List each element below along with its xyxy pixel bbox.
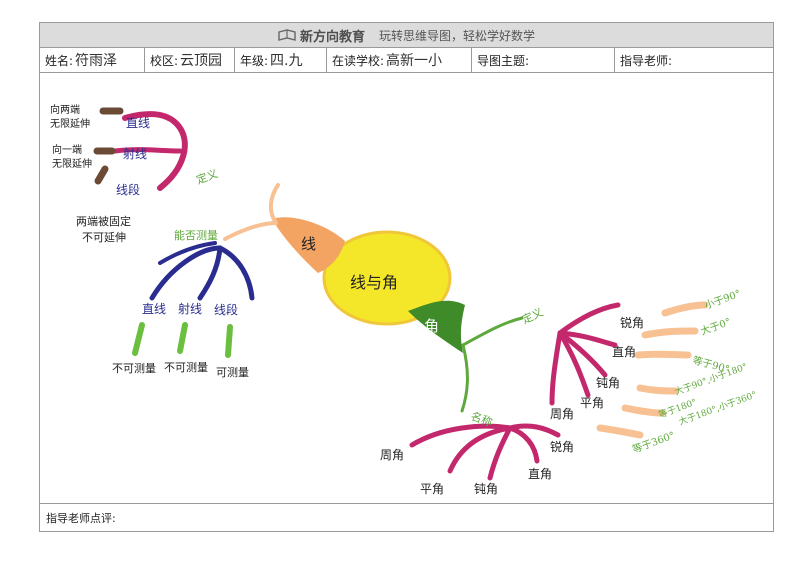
school-label: 在读学校: (332, 53, 385, 68)
name-straight: 平角 (420, 482, 444, 496)
straight-desc-2: 无限延伸 (50, 118, 90, 130)
line-measurable-label: 能否测量 (174, 228, 218, 242)
def-acute: 锐角 (620, 316, 644, 330)
campus-value: 云顶园 (180, 53, 223, 69)
line-segment: 线段 (116, 182, 140, 197)
ray-desc-1: 向一端 (52, 143, 82, 156)
name-obtuse: 钝角 (474, 482, 498, 496)
line-straight: 直线 (126, 116, 150, 130)
desc-acute-2: 大于0° (699, 315, 733, 338)
segment-desc-2: 不可延伸 (82, 231, 126, 244)
info-row: 姓名: 符雨泽 校区: 云顶园 年级: 四.九 在读学校: 高新一小 导图主题:… (40, 48, 773, 73)
desc-acute: 小于90° (703, 288, 743, 312)
angle-node-shape (408, 300, 465, 353)
segment-desc-1: 两端被固定 (76, 214, 131, 228)
def-right: 直角 (612, 345, 636, 359)
teacher-comment-label: 指导老师点评: (46, 511, 116, 525)
brand: 新方向教育 (278, 26, 365, 45)
footer-row: 指导老师点评: (40, 503, 773, 531)
topic-label: 导图主题: (477, 53, 530, 68)
school-value: 高新一小 (386, 53, 443, 69)
measure-straight: 直线 (142, 302, 166, 316)
result-ray: 不可测量 (164, 361, 208, 374)
angle-definition-label: 定义 (519, 305, 545, 327)
line-node-shape (272, 217, 345, 273)
worksheet: 新方向教育 玩转思维导图，轻松学好数学 姓名: 符雨泽 校区: 云顶园 年级: … (39, 22, 774, 532)
def-obtuse: 钝角 (596, 376, 620, 390)
topic-cell: 导图主题: (472, 48, 615, 72)
school-cell: 在读学校: 高新一小 (327, 48, 472, 72)
center-node-shape (322, 230, 452, 326)
ray-desc-2: 无限延伸 (52, 158, 92, 170)
name-label: 姓名: (45, 53, 74, 68)
result-straight: 不可测量 (112, 362, 156, 375)
brand-name: 新方向教育 (299, 29, 365, 45)
def-round: 周角 (550, 407, 574, 421)
grade-label: 年级: (240, 53, 269, 68)
campus-cell: 校区: 云顶园 (145, 48, 235, 72)
name-acute: 锐角 (550, 440, 574, 454)
mind-map-area: 线与角 线 角 定义 能否测量 直线 射线 线段 向两端 无限延伸 向一端 无限… (40, 73, 773, 503)
header-banner: 新方向教育 玩转思维导图，轻松学好数学 (40, 23, 773, 48)
campus-label: 校区: (150, 53, 179, 68)
grade-value: 四.九 (270, 53, 303, 69)
teacher-cell: 指导老师: (615, 48, 773, 72)
name-value: 符雨泽 (75, 53, 118, 69)
name-round: 周角 (380, 448, 404, 462)
teacher-label: 指导老师: (620, 53, 673, 68)
line-ray: 射线 (123, 146, 147, 161)
book-icon (278, 29, 296, 41)
name-cell: 姓名: 符雨泽 (40, 48, 145, 72)
angle-node: 角 (424, 317, 439, 335)
mind-map: 线与角 线 角 定义 能否测量 直线 射线 线段 向两端 无限延伸 向一端 无限… (50, 103, 758, 496)
straight-desc-1: 向两端 (50, 103, 80, 116)
result-segment: 可测量 (216, 366, 249, 379)
slogan: 玩转思维导图，轻松学好数学 (379, 28, 536, 43)
measure-ray: 射线 (178, 301, 202, 316)
line-node: 线 (301, 235, 316, 253)
def-straight: 平角 (580, 396, 604, 410)
center-node: 线与角 (350, 273, 398, 292)
grade-cell: 年级: 四.九 (235, 48, 327, 72)
name-right: 直角 (528, 467, 552, 481)
line-definition-label: 定义 (194, 166, 219, 187)
measure-segment: 线段 (214, 302, 238, 317)
